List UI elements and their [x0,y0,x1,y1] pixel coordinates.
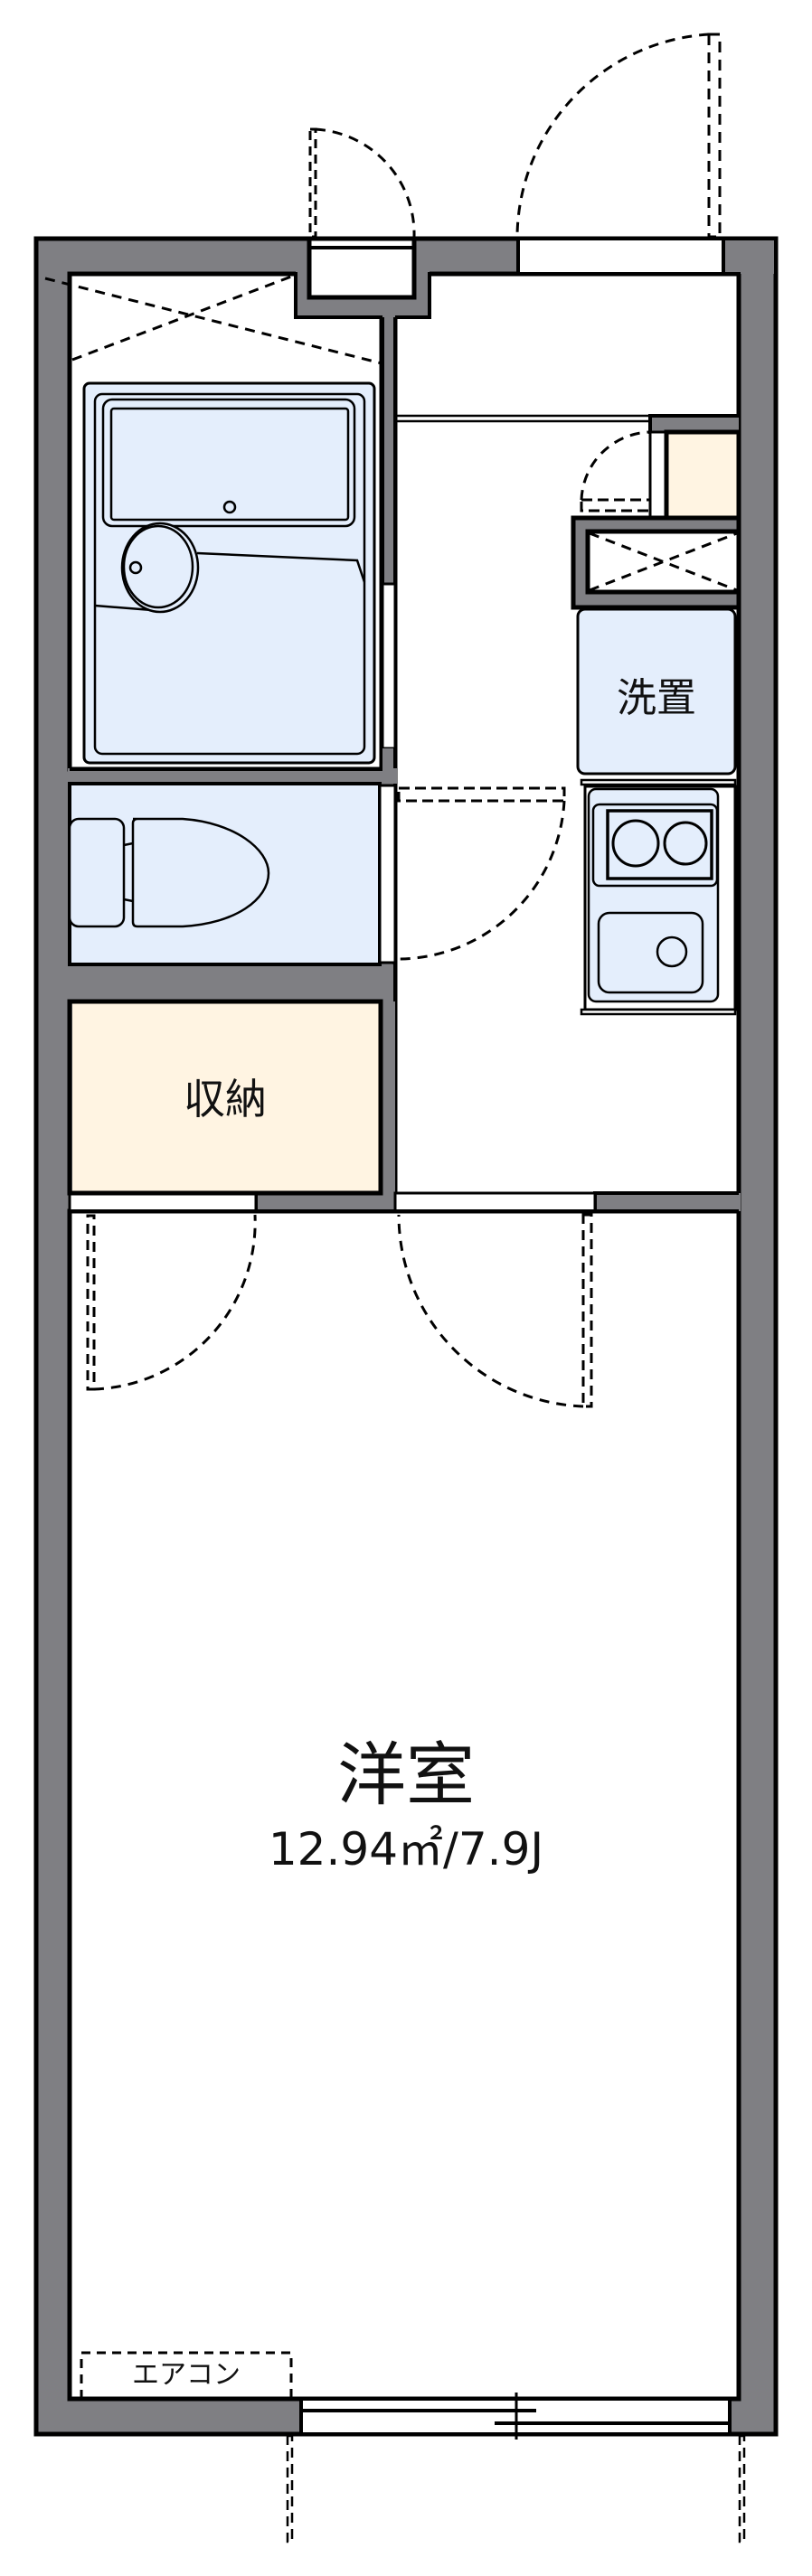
aircon-label: エアコン [132,2359,241,2391]
room-name: 洋室 [337,1735,475,1815]
sink-drain-icon [656,935,688,968]
window-swing-bath [308,127,416,239]
entrance-door[interactable] [515,33,722,239]
toilet-room [68,782,397,966]
entrance-area [395,414,741,521]
ceiling-x-line [44,277,382,365]
storage-closet: 収納 [67,999,383,1196]
ceiling-x-line [71,275,292,362]
closet-door[interactable] [86,1214,257,1391]
toilet-tank [68,817,126,928]
washer-label: 洗置 [617,675,696,721]
shoe-closet [664,429,741,521]
burner-icon [663,821,708,866]
western-room-floor [67,1208,741,2402]
balcony-window[interactable] [286,2393,746,2543]
outer-wall-outline [34,239,778,2436]
top-openings [36,236,776,1193]
washer-space: 洗置 [576,607,737,776]
toilet-door[interactable] [397,786,566,961]
pipe-space [571,515,741,610]
basin-drain-icon [128,560,143,575]
toilet-bowl [131,817,270,928]
wash-basin [120,522,200,614]
kitchen [580,778,737,1016]
tub-drain-icon [222,500,237,514]
room-door[interactable] [397,1213,593,1408]
room-area: 12.94㎡/7.9J [269,1823,543,1876]
storage-label: 収納 [184,1075,267,1123]
sink [597,911,704,994]
air-conditioner: エアコン [80,2351,293,2399]
bathroom-unit [44,275,382,765]
bathtub [101,398,356,528]
burner-icon [611,819,660,868]
western-room: 洋室 12.94㎡/7.9J [269,1735,543,1876]
